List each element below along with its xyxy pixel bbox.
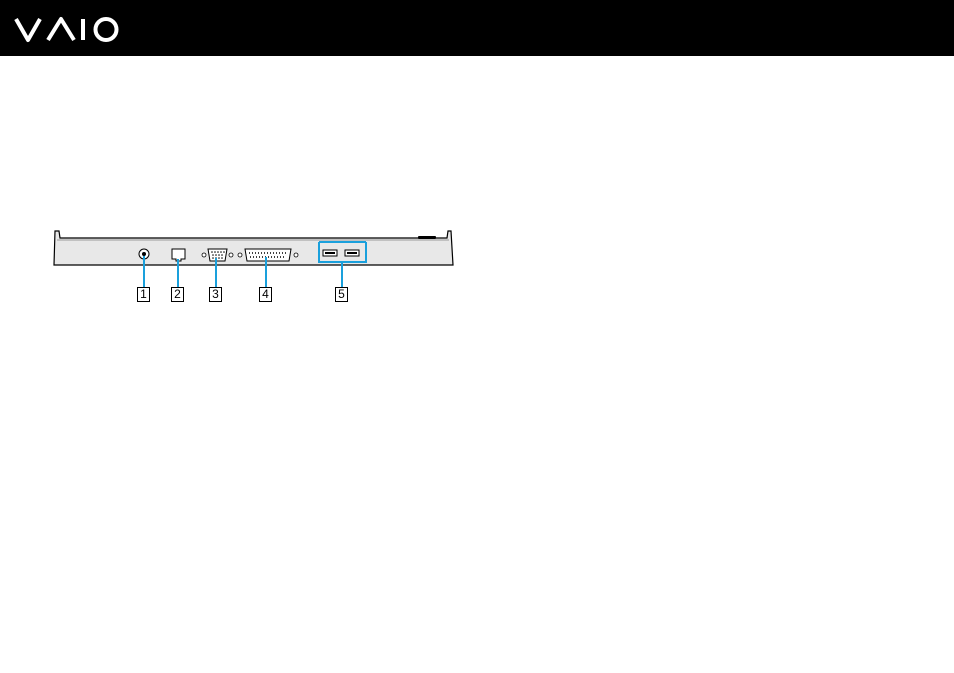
callout-3: 3 [209,287,222,302]
printer-port-icon [238,249,298,261]
callout-2: 2 [171,287,184,302]
callout-4: 4 [259,287,272,302]
callout-5: 5 [335,287,348,302]
callout-1: 1 [137,287,150,302]
